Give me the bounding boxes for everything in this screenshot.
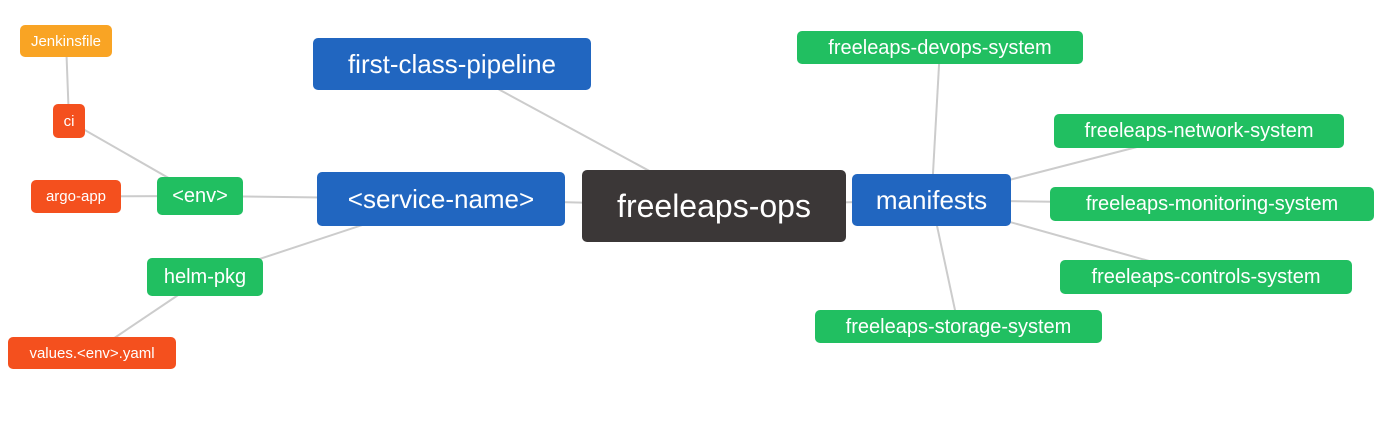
node-argo-app[interactable]: argo-app <box>31 180 121 213</box>
node-env[interactable]: <env> <box>157 177 243 215</box>
node-jenkinsfile[interactable]: Jenkinsfile <box>20 25 112 57</box>
node-freeleaps-network-system[interactable]: freeleaps-network-system <box>1054 114 1344 148</box>
node-first-class-pipeline[interactable]: first-class-pipeline <box>313 38 591 90</box>
node-freeleaps-controls-system[interactable]: freeleaps-controls-system <box>1060 260 1352 294</box>
node-helm-pkg[interactable]: helm-pkg <box>147 258 263 296</box>
node-manifests[interactable]: manifests <box>852 174 1011 226</box>
node-values-env-yaml[interactable]: values.<env>.yaml <box>8 337 176 369</box>
node-freeleaps-monitoring-system[interactable]: freeleaps-monitoring-system <box>1050 187 1374 221</box>
node-freeleaps-storage-system[interactable]: freeleaps-storage-system <box>815 310 1102 343</box>
node-ci[interactable]: ci <box>53 104 85 138</box>
node-freeleaps-devops-system[interactable]: freeleaps-devops-system <box>797 31 1083 64</box>
node-freeleaps-ops-root[interactable]: freeleaps-ops <box>582 170 846 242</box>
node-service-name[interactable]: <service-name> <box>317 172 565 226</box>
